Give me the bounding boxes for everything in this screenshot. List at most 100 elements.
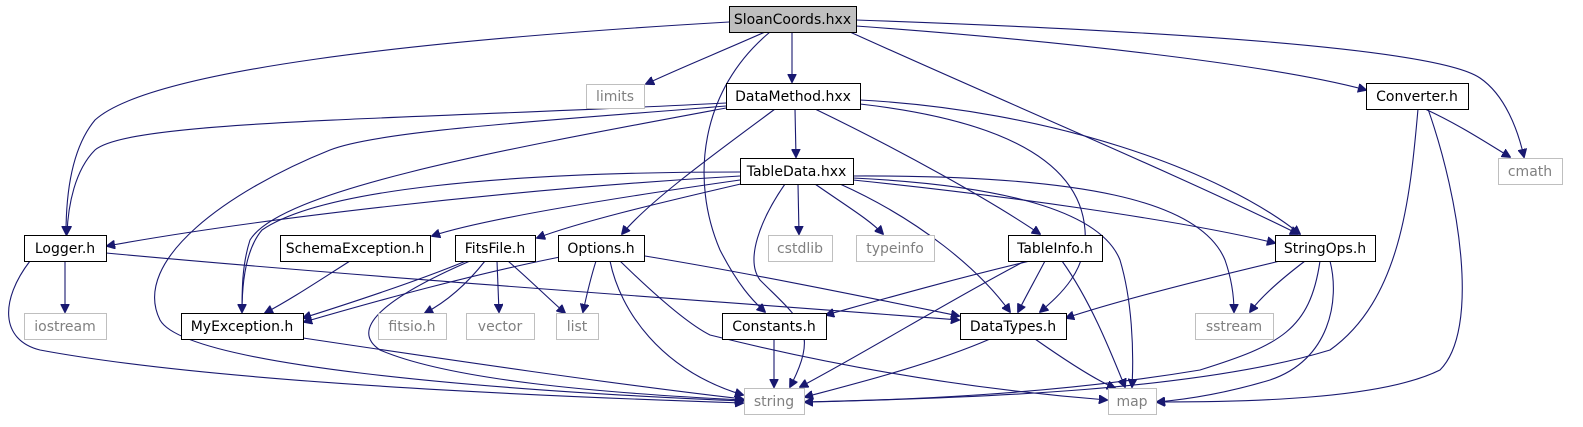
node-label: FitsFile.h [465, 241, 525, 257]
node-myexception[interactable]: MyException.h [181, 313, 304, 340]
edge-fitsfile-to-vector [497, 260, 499, 312]
edge-stringops-to-string [805, 260, 1321, 402]
edge-logger-to-datatypes [105, 252, 959, 320]
node-label: cstdlib [777, 241, 823, 257]
edge-tabledata-to-sstream [852, 175, 1234, 312]
edge-options-to-myexception [304, 256, 561, 322]
node-label: typeinfo [866, 241, 924, 257]
node-box [740, 158, 854, 185]
node-box [960, 313, 1067, 340]
edge-datamethod-to-tabledata [795, 108, 796, 157]
edge-datamethod-to-myexception [242, 107, 727, 312]
node-box [1108, 388, 1157, 415]
node-label: SchemaException.h [286, 241, 425, 257]
node-box [768, 235, 833, 262]
node-tabledata[interactable]: TableData.hxx [740, 158, 854, 185]
edge-schemaexception-to-myexception [265, 260, 351, 313]
edge-converter-to-string [805, 108, 1419, 402]
node-options[interactable]: Options.h [558, 235, 645, 262]
node-label: TableData.hxx [746, 164, 847, 180]
node-cstdlib: cstdlib [768, 235, 833, 262]
node-box [586, 84, 645, 109]
edge-myexception-to-string [302, 337, 743, 399]
node-box [24, 235, 107, 262]
node-label: StringOps.h [1284, 241, 1366, 257]
edge-datamethod-to-tableinfo [814, 108, 1040, 234]
node-tableinfo[interactable]: TableInfo.h [1008, 235, 1103, 262]
node-constants[interactable]: Constants.h [722, 313, 827, 340]
edge-tabledata-to-typeinfo [814, 183, 883, 234]
edge-fitsfile-to-string [368, 260, 743, 400]
node-box [856, 235, 935, 262]
node-label: Options.h [567, 241, 634, 257]
edge-tabledata-to-logger [107, 175, 741, 246]
node-label: iostream [34, 319, 96, 335]
edge-options-to-datatypes [644, 255, 959, 316]
edge-tableinfo-to-datatypes [1018, 260, 1046, 312]
node-stringops[interactable]: StringOps.h [1275, 235, 1376, 262]
node-label: SloanCoords.hxx [734, 12, 851, 28]
edge-sloancoords-to-converter [855, 25, 1366, 90]
node-list: list [556, 313, 599, 340]
node-cmath: cmath [1498, 158, 1563, 185]
node-label: DataMethod.hxx [735, 89, 851, 105]
node-label: sstream [1206, 319, 1262, 335]
node-box [455, 235, 536, 262]
node-label: DataTypes.h [970, 319, 1056, 335]
node-box [729, 6, 857, 33]
node-fitsfile[interactable]: FitsFile.h [455, 235, 536, 262]
node-box [378, 313, 447, 340]
node-box [1008, 235, 1103, 262]
node-schemaexception[interactable]: SchemaException.h [280, 235, 431, 262]
edge-options-to-map [619, 260, 1107, 400]
node-map: map [1108, 388, 1157, 415]
node-box [744, 388, 805, 415]
node-converter[interactable]: Converter.h [1366, 83, 1469, 110]
node-box [1275, 235, 1376, 262]
node-box [558, 235, 645, 262]
node-typeinfo: typeinfo [856, 235, 935, 262]
node-sstream: sstream [1195, 313, 1274, 340]
node-box [280, 235, 431, 262]
node-fitsio: fitsio.h [378, 313, 447, 340]
node-box [722, 313, 827, 340]
edge-sloancoords-to-logger [66, 21, 730, 234]
edge-fitsfile-to-fitsio [425, 260, 486, 313]
node-box [466, 313, 535, 340]
edge-sloancoords-to-constants [703, 31, 771, 312]
node-sloancoords[interactable]: SloanCoords.hxx [729, 6, 857, 33]
edge-tabledata-to-fitsfile [537, 182, 746, 238]
edge-stringops-to-map [1157, 260, 1334, 402]
edge-options-to-string [609, 260, 743, 395]
edge-datatypes-to-map [1034, 338, 1115, 388]
node-vector: vector [466, 313, 535, 340]
node-datatypes[interactable]: DataTypes.h [960, 313, 1067, 340]
node-datamethod[interactable]: DataMethod.hxx [726, 83, 861, 110]
edge-logger-to-string [8, 260, 743, 403]
edge-datamethod-to-options [622, 108, 776, 234]
edge-fitsfile-to-list [507, 260, 565, 313]
edge-datamethod-to-string [154, 105, 743, 401]
edge-tabledata-to-string [753, 183, 805, 387]
edge-stringops-to-sstream [1250, 260, 1306, 312]
node-label: cmath [1508, 164, 1552, 180]
node-box [181, 313, 304, 340]
edge-tabledata-to-stringops [852, 179, 1275, 243]
edge-tableinfo-to-map [1061, 260, 1125, 387]
node-label: vector [478, 319, 523, 335]
node-logger[interactable]: Logger.h [24, 235, 107, 262]
edge-datatypes-to-string [805, 338, 991, 397]
edge-converter-to-map [1157, 108, 1463, 402]
node-label: list [567, 319, 588, 335]
node-string: string [744, 388, 805, 415]
edge-converter-to-cmath [1424, 108, 1510, 157]
node-label: Constants.h [732, 319, 816, 335]
edge-tabledata-to-myexception [242, 171, 741, 312]
edge-tabledata-to-schemaexception [432, 179, 741, 236]
edge-datamethod-to-datatypes [859, 103, 1086, 312]
edge-tableinfo-to-string [800, 260, 1026, 387]
node-limits: limits [586, 84, 645, 109]
edge-sloancoords-to-cmath [855, 19, 1524, 157]
node-box [24, 313, 107, 340]
